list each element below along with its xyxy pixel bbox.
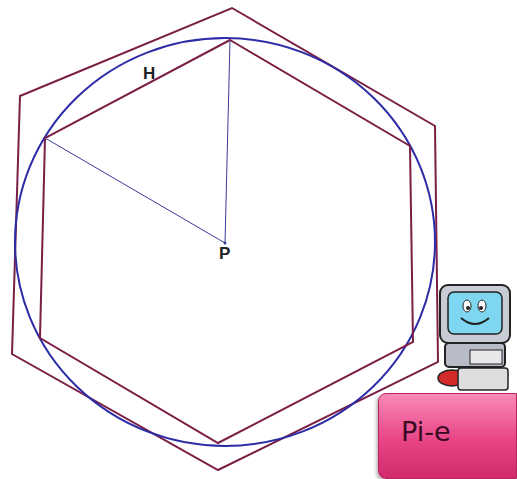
circle: [15, 38, 435, 446]
computer-icon: [438, 285, 510, 390]
circumscribed-hexagon: [12, 8, 438, 470]
radius-line: [225, 40, 230, 243]
point-label: H: [143, 64, 155, 84]
button-text: Pi-e: [401, 416, 516, 447]
inscribed-hexagon: [40, 40, 413, 443]
radius-line: [45, 138, 225, 243]
point-label: P: [219, 244, 230, 264]
pink-button: Pi-e: [378, 393, 517, 479]
